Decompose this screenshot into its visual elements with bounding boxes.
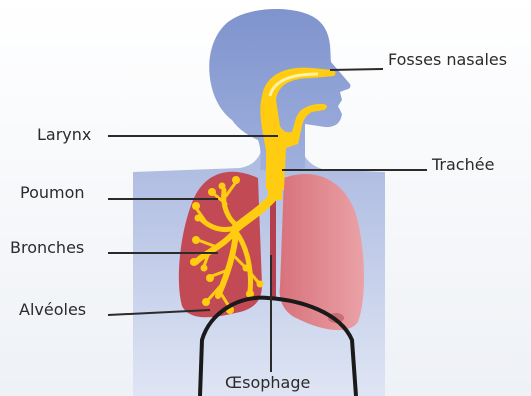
label-larynx: Larynx [37,125,91,145]
label-oesophage: Œsophage [225,373,310,393]
label-alveoles: Alvéoles [19,300,86,320]
label-fosses-nasales: Fosses nasales [388,50,507,70]
label-bronches: Bronches [10,238,84,258]
leader-fosses-nasales [330,69,383,70]
label-poumon: Poumon [20,183,85,203]
label-trachee: Trachée [432,155,494,175]
